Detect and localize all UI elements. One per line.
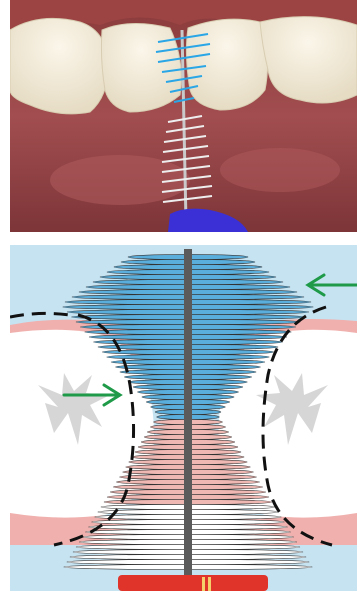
- brush-wire: [184, 249, 192, 579]
- photo-illustration: [10, 0, 357, 232]
- interdental-brush-photo: [10, 0, 357, 232]
- handle-stripe: [202, 577, 205, 591]
- right-incisor: [186, 19, 267, 110]
- left-incisor: [101, 23, 181, 112]
- diagram-illustration: [10, 245, 357, 591]
- tissue-highlight: [220, 148, 340, 192]
- interdental-brush-diagram: [10, 245, 357, 591]
- brush-handle: [118, 575, 268, 591]
- tissue-highlight: [50, 155, 190, 205]
- left-tooth: [10, 18, 108, 113]
- handle-stripe: [208, 577, 211, 591]
